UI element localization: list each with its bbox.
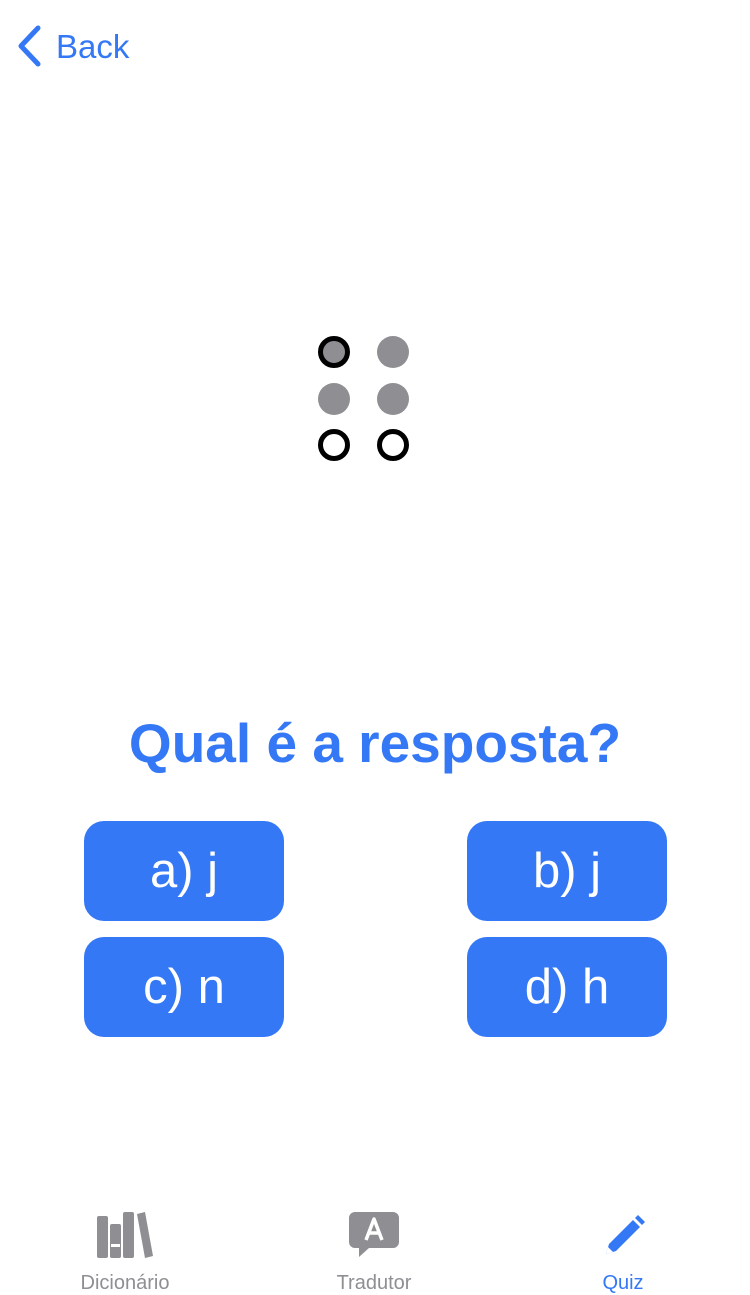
answer-d-button[interactable]: d) h [467, 937, 667, 1037]
braille-dot-3 [318, 429, 350, 461]
translate-bubble-icon [347, 1209, 401, 1260]
tab-dicionario[interactable]: Dicionário [35, 1195, 215, 1295]
braille-dot-5 [377, 383, 409, 415]
question-title: Qual é a resposta? [128, 712, 622, 774]
back-button[interactable]: Back [16, 22, 129, 70]
answer-a-button[interactable]: a) j [84, 821, 284, 921]
braille-dot-6 [377, 429, 409, 461]
braille-dot-1 [318, 336, 350, 368]
chevron-left-icon [16, 25, 42, 67]
answer-c-button[interactable]: c) n [84, 937, 284, 1037]
tab-label-dicionario: Dicionário [80, 1272, 170, 1294]
pencil-icon [600, 1209, 646, 1260]
braille-dot-4 [377, 336, 409, 368]
answer-b-button[interactable]: b) j [467, 821, 667, 921]
tab-bar: Dicionário Tradutor Quiz [0, 1195, 750, 1295]
tab-tradutor[interactable]: Tradutor [284, 1195, 464, 1295]
braille-cell [318, 336, 410, 462]
tab-label-tradutor: Tradutor [336, 1272, 412, 1294]
braille-dot-2 [318, 383, 350, 415]
books-icon [95, 1209, 155, 1260]
back-label: Back [56, 27, 130, 65]
tab-quiz[interactable]: Quiz [533, 1195, 713, 1295]
tab-label-quiz: Quiz [602, 1272, 644, 1294]
